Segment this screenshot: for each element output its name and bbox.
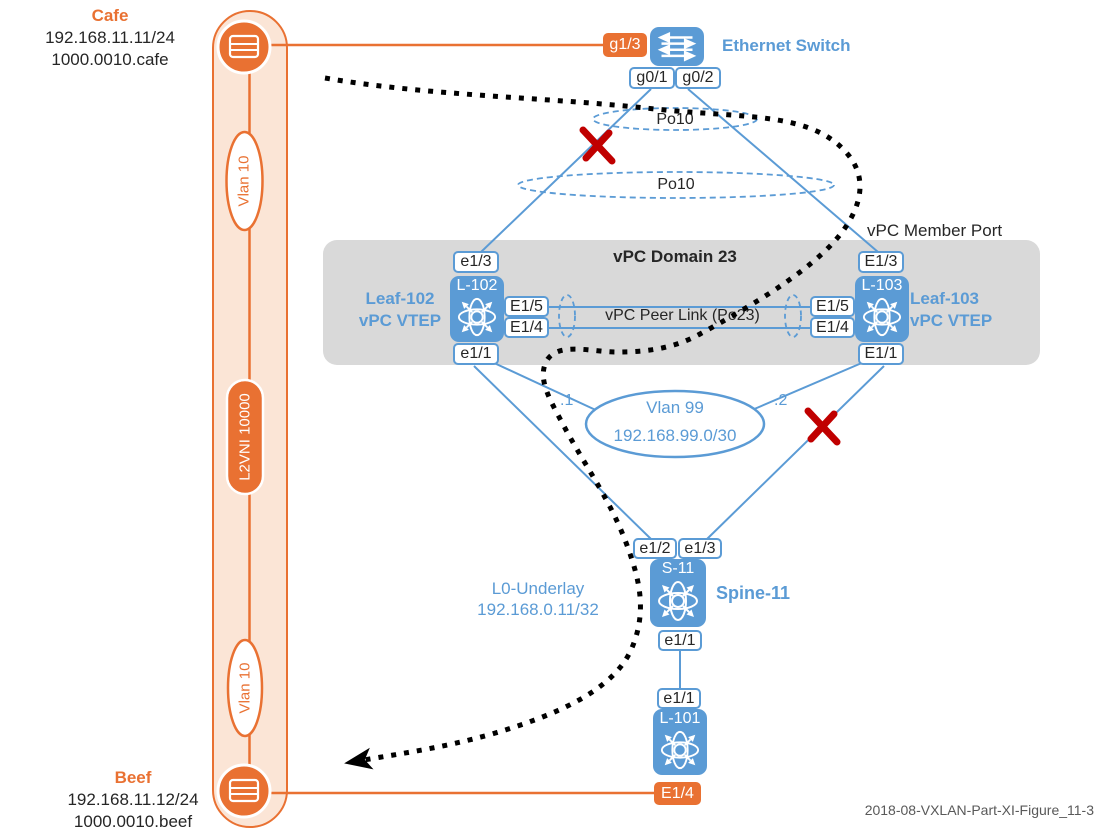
spine11-switch-icon	[656, 578, 700, 624]
leaf102-port-e1-5: E1/5	[504, 296, 549, 317]
vlan10-top-ellipse	[225, 130, 264, 232]
leaf102-label: Leaf-102	[365, 289, 435, 308]
l2vni-label: L2VNI 10000	[236, 393, 254, 481]
cafe-name: Cafe	[91, 6, 129, 25]
leaf101-node: L-101	[653, 709, 707, 775]
leaf102-port-e1-1: e1/1	[453, 343, 499, 365]
leaf102-port-e1-4: E1/4	[504, 317, 549, 338]
spine11-node: S-11	[650, 559, 706, 627]
po10-bottom-label: Po10	[657, 176, 695, 193]
vlan10-bottom-label: Vlan 10	[236, 662, 254, 714]
beef-name: Beef	[114, 768, 152, 787]
leaf102-role: vPC VTEP	[358, 311, 442, 330]
vpc-domain-title: vPC Domain 23	[613, 247, 737, 266]
underlay-label: L0-Underlay	[491, 579, 585, 598]
vlan99-label: Vlan 99	[646, 398, 704, 417]
leaf101-node-name: L-101	[659, 710, 701, 727]
l2vni-capsule	[225, 378, 265, 496]
po10-top-label: Po10	[656, 111, 694, 128]
leaf103-label: Leaf-103	[910, 289, 979, 308]
beef-mac: 1000.0010.beef	[73, 812, 193, 831]
port-g0-1: g0/1	[629, 67, 675, 89]
leaf103-port-e1-1: E1/1	[858, 343, 904, 365]
ethernet-switch-icon	[654, 31, 700, 62]
leaf101-port-e1-1: e1/1	[657, 688, 701, 709]
vlan10-bottom-ellipse	[226, 638, 264, 738]
leaf102-node: L-102	[450, 276, 504, 342]
leaf102-switch-icon	[456, 295, 498, 339]
spine11-node-name: S-11	[661, 560, 695, 577]
leaf103-role: vPC VTEP	[910, 311, 993, 330]
cafe-mac: 1000.0010.cafe	[51, 50, 169, 69]
ethernet-switch-node	[650, 27, 704, 66]
leaf102-node-name: L-102	[456, 277, 498, 294]
underlay-ip: 192.168.0.11/32	[477, 600, 599, 619]
beef-host-icon	[216, 763, 272, 819]
leaf103-port-e1-4: E1/4	[810, 317, 855, 338]
leaf103-node: L-103	[855, 276, 909, 342]
spine11-label: Spine-11	[716, 583, 791, 603]
ethernet-switch-label: Ethernet Switch	[722, 36, 851, 55]
vpc-member-port-label: vPC Member Port	[867, 221, 1003, 240]
spine11-port-e1-3: e1/3	[678, 538, 722, 559]
vlan10-top-label: Vlan 10	[235, 155, 253, 207]
spine11-port-e1-1: e1/1	[658, 630, 702, 651]
leaf103-port-e1-3: E1/3	[858, 251, 904, 273]
port-g1-3: g1/3	[603, 33, 647, 57]
cafe-ip: 192.168.11.11/24	[45, 28, 175, 47]
leaf103-switch-icon	[861, 295, 903, 339]
vpc-peer-link-label: vPC Peer Link (Po23)	[605, 307, 760, 324]
leaf102-port-e1-3: e1/3	[453, 251, 499, 273]
spine11-port-e1-2: e1/2	[633, 538, 677, 559]
beef-ip: 192.168.11.12/24	[67, 790, 199, 809]
leaf101-switch-icon	[659, 728, 701, 772]
leaf101-port-e1-4: E1/4	[654, 782, 701, 805]
vlan99-ip-left: .1	[560, 392, 574, 409]
port-g0-2: g0/2	[675, 67, 721, 89]
leaf103-port-e1-5: E1/5	[810, 296, 855, 317]
vlan99-ip-right: .2	[774, 392, 788, 409]
leaf103-node-name: L-103	[861, 277, 903, 294]
figure-caption: 2018-08-VXLAN-Part-XI-Figure_11-3	[864, 802, 1094, 818]
cafe-host-icon	[216, 19, 272, 75]
vlan99-subnet: 192.168.99.0/30	[613, 426, 737, 445]
